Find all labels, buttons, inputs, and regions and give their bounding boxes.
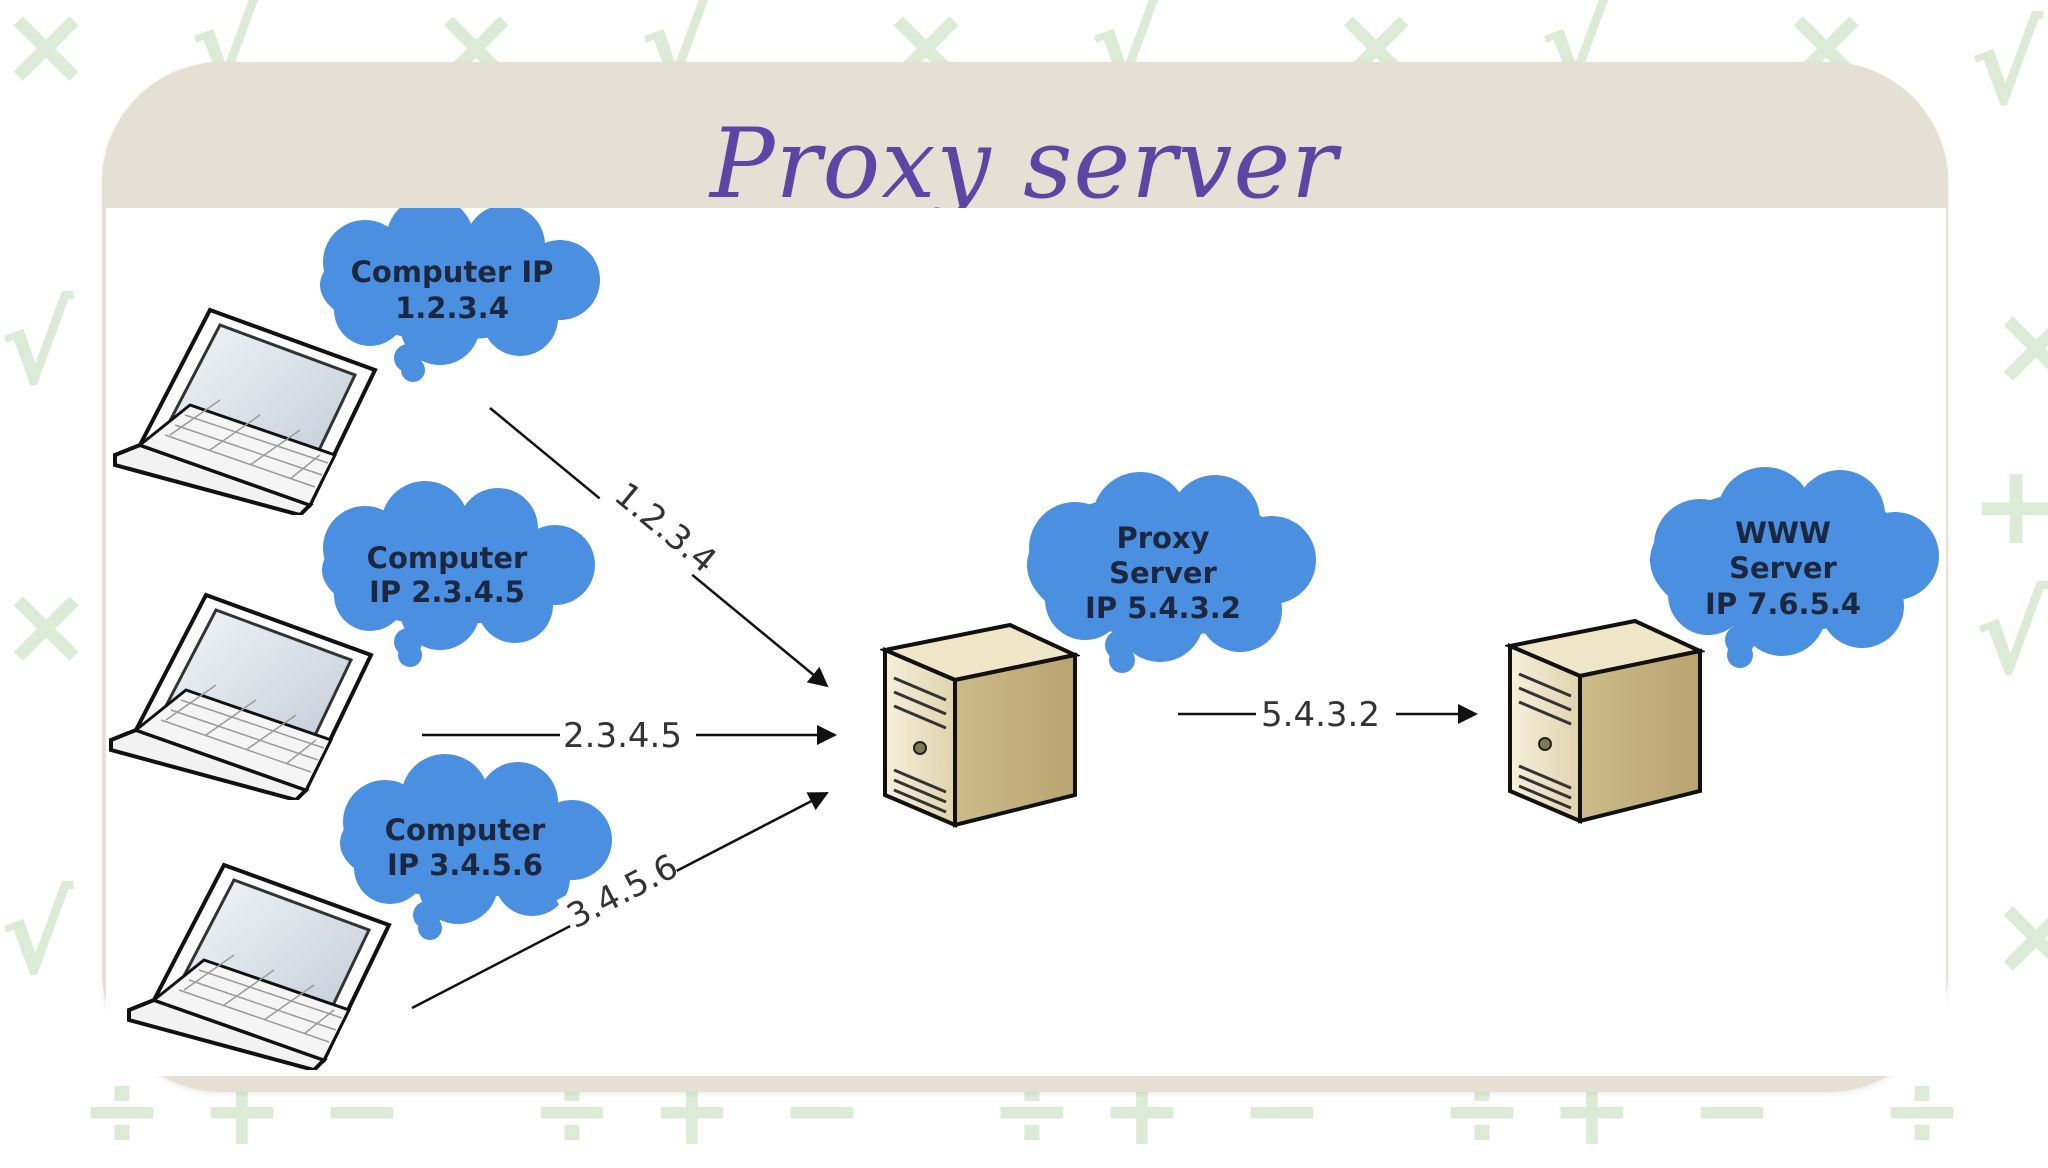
flow-label-1: 1.2.3.4 — [607, 475, 724, 582]
divide-icon: ÷ — [1880, 1051, 1964, 1168]
cloud-proxy-line1: Proxy — [1116, 521, 1209, 555]
www-server-icon — [1508, 619, 1702, 823]
cloud-www-line2: Server — [1729, 551, 1837, 585]
flow-label-4: 5.4.3.2 — [1261, 695, 1380, 735]
cloud-www-line3: IP 7.6.5.4 — [1705, 587, 1861, 621]
cloud-www-line1: WWW — [1735, 516, 1831, 550]
proxy-server-icon — [883, 623, 1077, 827]
laptop-1-icon — [113, 308, 377, 515]
diagram-panel: Computer IP 1.2.3.4 Computer IP 2.3.4.5 … — [106, 208, 1946, 1076]
sqrt-icon: √ — [1970, 1, 2044, 129]
cloud-computer-2: Computer IP 2.3.4.5 — [322, 481, 595, 667]
cloud-proxy-line3: IP 5.4.3.2 — [1085, 591, 1241, 625]
cloud-computer-1-line1: Computer IP — [351, 255, 554, 289]
cloud-computer-3-line1: Computer — [385, 813, 546, 847]
times-icon: × — [1990, 871, 2048, 999]
cloud-computer-3: Computer IP 3.4.5.6 — [340, 754, 612, 940]
slide-title: Proxy server — [709, 108, 1339, 220]
cloud-proxy-server: Proxy Server IP 5.4.3.2 — [1027, 472, 1316, 673]
cloud-computer-2-line2: IP 2.3.4.5 — [369, 575, 525, 609]
plus-icon: + — [1970, 441, 2048, 569]
cloud-proxy-line2: Server — [1109, 556, 1217, 590]
laptop-2-icon — [109, 593, 373, 800]
sqrt-icon: √ — [1975, 571, 2048, 699]
divide-icon: ÷ — [80, 1051, 164, 1168]
proxy-diagram: Computer IP 1.2.3.4 Computer IP 2.3.4.5 … — [109, 208, 1939, 1070]
cloud-www-server: WWW Server IP 7.6.5.4 — [1650, 467, 1939, 668]
cloud-computer-1-line2: 1.2.3.4 — [395, 291, 509, 325]
laptop-3-icon — [127, 863, 391, 1070]
sqrt-icon: √ — [0, 281, 74, 409]
cloud-computer-2-line1: Computer — [367, 541, 528, 575]
times-icon: × — [1990, 281, 2048, 409]
cloud-computer-3-line2: IP 3.4.5.6 — [387, 848, 543, 882]
flow-label-2: 2.3.4.5 — [563, 716, 682, 756]
times-icon: × — [0, 0, 93, 109]
times-icon: × — [0, 561, 93, 689]
cloud-computer-1: Computer IP 1.2.3.4 — [320, 208, 600, 382]
sqrt-icon: √ — [0, 871, 74, 999]
